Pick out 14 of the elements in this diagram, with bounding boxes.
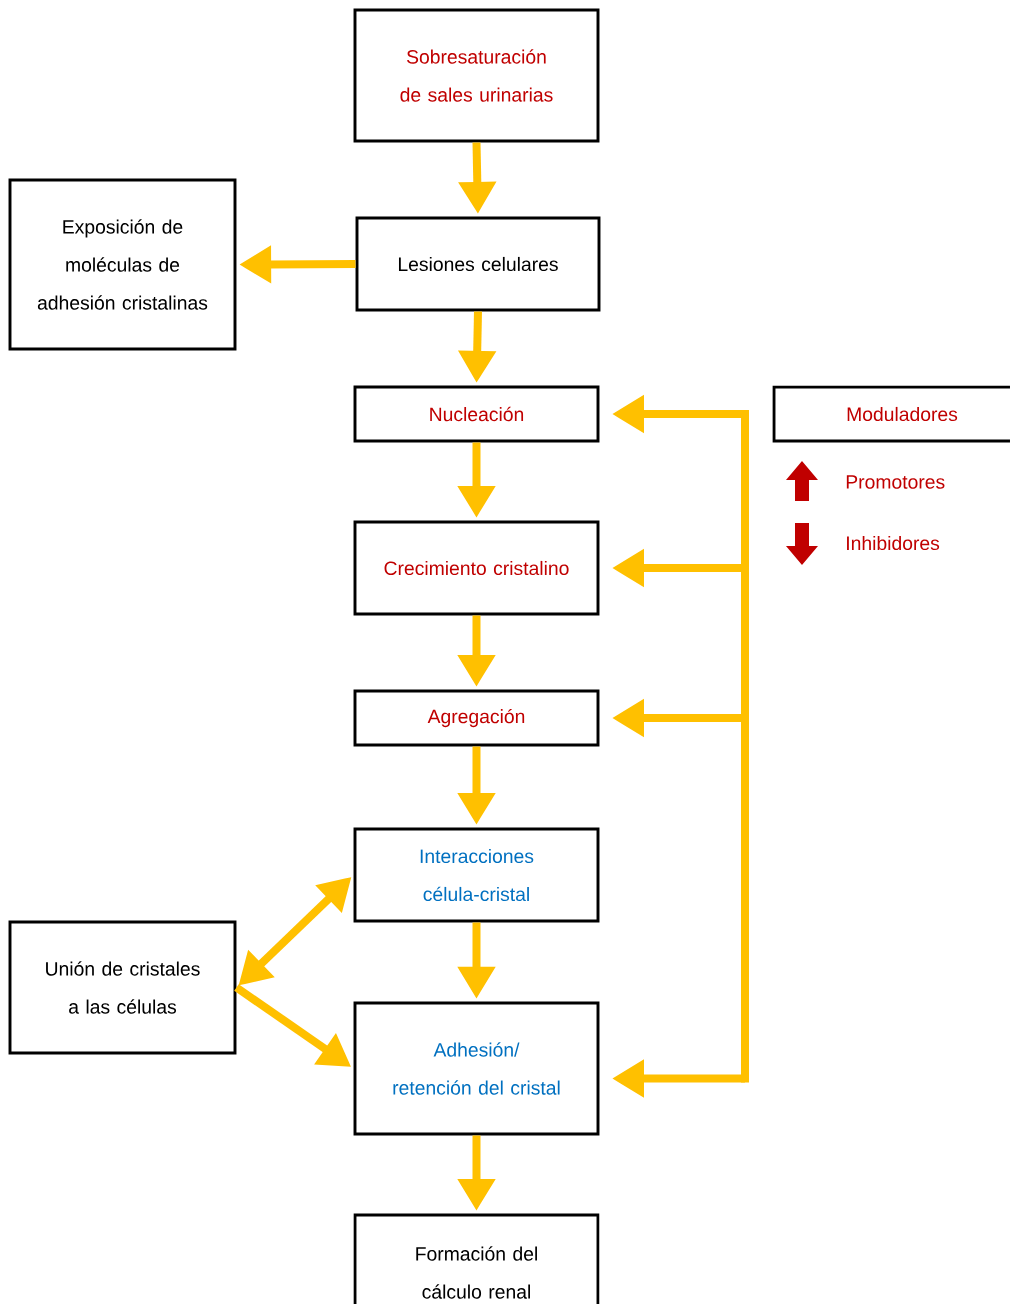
process-box: Interacciones célula-cristal — [353, 827, 600, 923]
bracket-line — [741, 410, 749, 1083]
process-box: Agregación — [353, 689, 600, 747]
process-box: Lesiones celulares — [355, 216, 601, 312]
process-box: Unión de cristales a las células — [8, 920, 237, 1055]
modulator-box: Moduladores — [772, 385, 1010, 443]
process-box: Formación del cálculo renal — [353, 1213, 600, 1304]
legend-text: Promotores — [846, 475, 945, 489]
process-box: Exposición de moléculas de adhesión cristalinas — [8, 178, 237, 351]
process-box: Adhesión/ retención del cristal — [353, 1001, 600, 1136]
process-box: Crecimiento cristalino — [353, 520, 600, 616]
legend-text: Inhibidores — [847, 535, 940, 551]
process-box: Nucleación — [353, 385, 600, 443]
process-box: Sobresaturación de sales urinarias — [353, 8, 600, 143]
